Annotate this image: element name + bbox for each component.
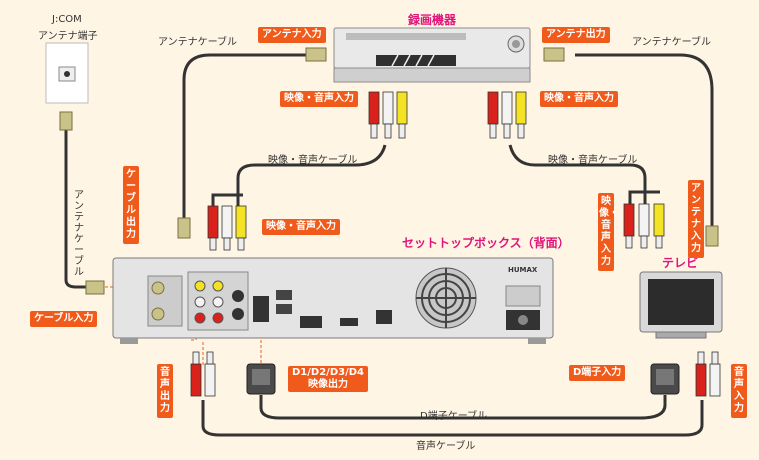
cable-label-av-right: 映像・音声ケーブル: [548, 155, 638, 166]
label-antenna-out: アンテナ出力: [542, 27, 610, 43]
jcom-title-1: J:COM: [52, 14, 82, 25]
d-connector-right: [650, 363, 680, 395]
cable-label-antenna-vertical: アンテナケーブル: [74, 190, 84, 278]
tv-title: テレビ: [662, 256, 699, 270]
label-av-in-stb: 映像・音声入力: [262, 219, 340, 235]
cable-label-av-left: 映像・音声ケーブル: [268, 155, 358, 166]
cable-label-audio: 音声ケーブル: [416, 441, 476, 452]
stb-title: セットトップボックス（背面）: [402, 236, 570, 250]
wall-outlet: [45, 42, 89, 131]
label-cable-in: ケーブル入力: [30, 311, 98, 327]
stb-back-panel: [112, 257, 554, 344]
cable-label-antenna-right: アンテナケーブル: [632, 37, 711, 48]
label-d-out-line1: D1/D2/D3/D4: [292, 367, 364, 378]
recorder-title: 録画機器: [408, 13, 457, 27]
stb-brand: HUMAX: [508, 266, 538, 274]
recorder-device: [333, 27, 531, 83]
label-antenna-in: アンテナ入力: [258, 27, 326, 43]
label-tv-av-in: 映像・音声入力: [598, 193, 619, 271]
label-d-in: D端子入力: [569, 365, 626, 381]
label-cable-out: ケーブル出力: [123, 166, 139, 244]
label-d-out: D1/D2/D3/D4 映像出力: [288, 366, 368, 392]
tv-device: [639, 271, 723, 339]
label-tv-antenna-in: アンテナ入力: [688, 180, 704, 258]
d-connector-left: [246, 363, 276, 395]
label-d-out-line2: 映像出力: [308, 379, 348, 390]
cable-label-antenna-left: アンテナケーブル: [158, 37, 237, 48]
cable-label-d: D端子ケーブル: [420, 411, 488, 422]
label-audio-out: 音声出力: [157, 364, 173, 418]
label-av-in-right: 映像・音声入力: [540, 91, 618, 107]
label-audio-in: 音声入力: [731, 364, 747, 418]
label-av-in-left: 映像・音声入力: [280, 91, 358, 107]
jcom-title-2: アンテナ端子: [38, 31, 98, 42]
